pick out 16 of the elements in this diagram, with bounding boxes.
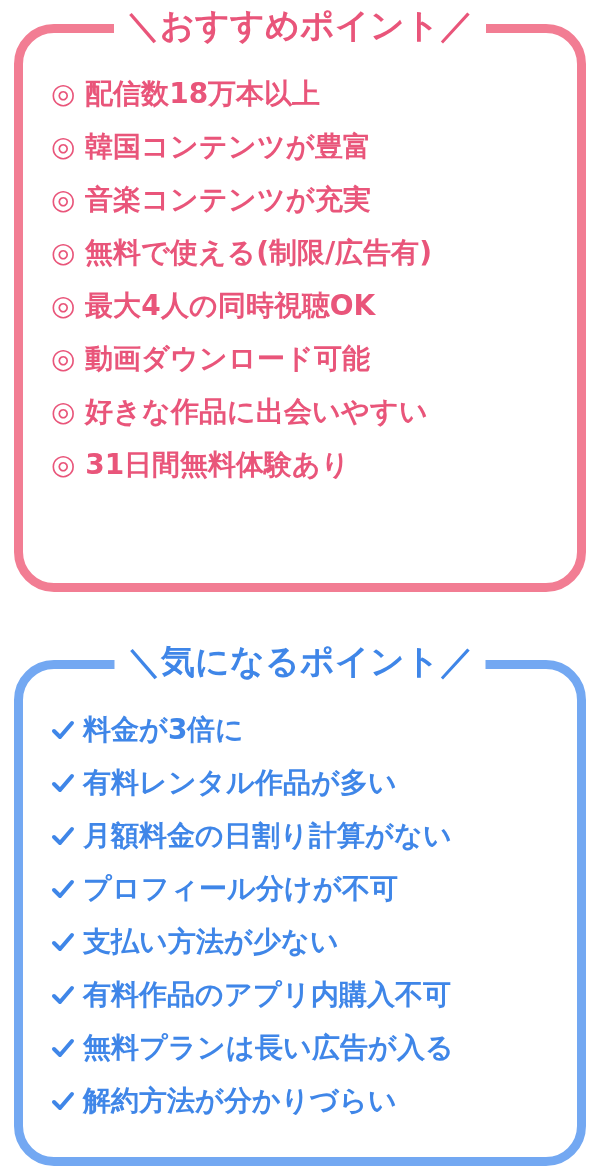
list-item: ◎ 無料で使える(制限/広告有): [51, 235, 432, 271]
list-item: 料金が3倍に: [83, 712, 245, 748]
list-item: ◎ 31日間無料体験あり: [51, 447, 351, 483]
list-item: ◎ 配信数18万本以上: [51, 76, 321, 112]
list-item: 解約方法が分かりづらい: [83, 1083, 397, 1119]
list-item: 支払い方法が少ない: [83, 924, 339, 960]
list-item: 無料プランは長い広告が入る: [83, 1030, 454, 1066]
list-item: ◎ 最大4人の同時視聴OK: [51, 288, 376, 324]
list-item: ◎ 韓国コンテンツが豊富: [51, 129, 372, 165]
list-item: 有料作品のアプリ内購入不可: [83, 977, 451, 1013]
list-item: 有料レンタル作品が多い: [83, 765, 397, 801]
list-item: プロフィール分けが不可: [83, 871, 398, 907]
list-item: ◎ 動画ダウンロード可能: [51, 341, 371, 377]
list-item: 月額料金の日割り計算がない: [83, 818, 452, 854]
list-item: ◎ 好きな作品に出会いやすい: [51, 394, 429, 430]
list-item: ◎ 音楽コンテンツが充実: [51, 182, 372, 218]
